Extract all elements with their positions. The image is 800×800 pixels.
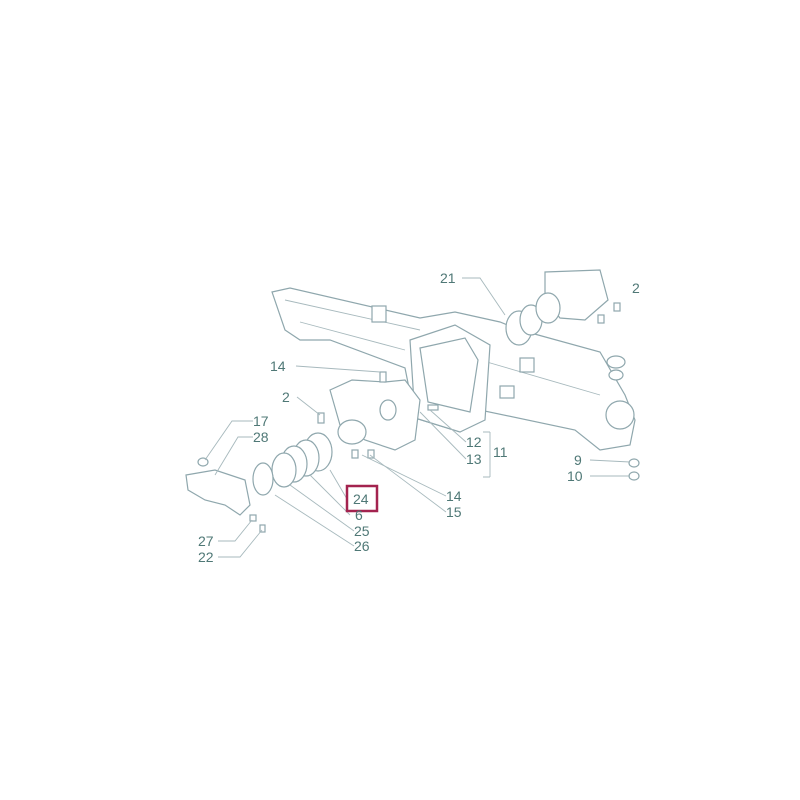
- label-10[interactable]: 10: [567, 468, 583, 484]
- left-knuckle-housing: [317, 371, 439, 459]
- label-9[interactable]: 9: [574, 452, 582, 468]
- label-6[interactable]: 6: [355, 507, 363, 523]
- label-12[interactable]: 12: [466, 434, 482, 450]
- label-14-bottom[interactable]: 14: [446, 488, 462, 504]
- label-21[interactable]: 21: [440, 270, 456, 286]
- left-bracket: [185, 457, 266, 533]
- label-2[interactable]: 2: [282, 389, 290, 405]
- seal-rings: [252, 432, 333, 496]
- label-26[interactable]: 26: [354, 538, 370, 554]
- label-17[interactable]: 17: [253, 413, 269, 429]
- part-labels: 21 2 14 2 17 28 12 13 11 9 10 24 6 14 15…: [198, 270, 640, 565]
- label-28[interactable]: 28: [253, 429, 269, 445]
- label-22[interactable]: 22: [198, 549, 214, 565]
- right-steering-knuckle: [505, 269, 640, 481]
- leader-lines: [204, 277, 631, 558]
- label-14-top[interactable]: 14: [270, 358, 286, 374]
- label-25[interactable]: 25: [354, 523, 370, 539]
- label-15[interactable]: 15: [446, 504, 462, 520]
- label-13[interactable]: 13: [466, 451, 482, 467]
- label-24[interactable]: 24: [353, 491, 369, 507]
- label-2-cut[interactable]: 2: [632, 280, 640, 296]
- label-27[interactable]: 27: [198, 533, 214, 549]
- highlight-box: [345, 484, 379, 513]
- label-11[interactable]: 11: [493, 444, 508, 460]
